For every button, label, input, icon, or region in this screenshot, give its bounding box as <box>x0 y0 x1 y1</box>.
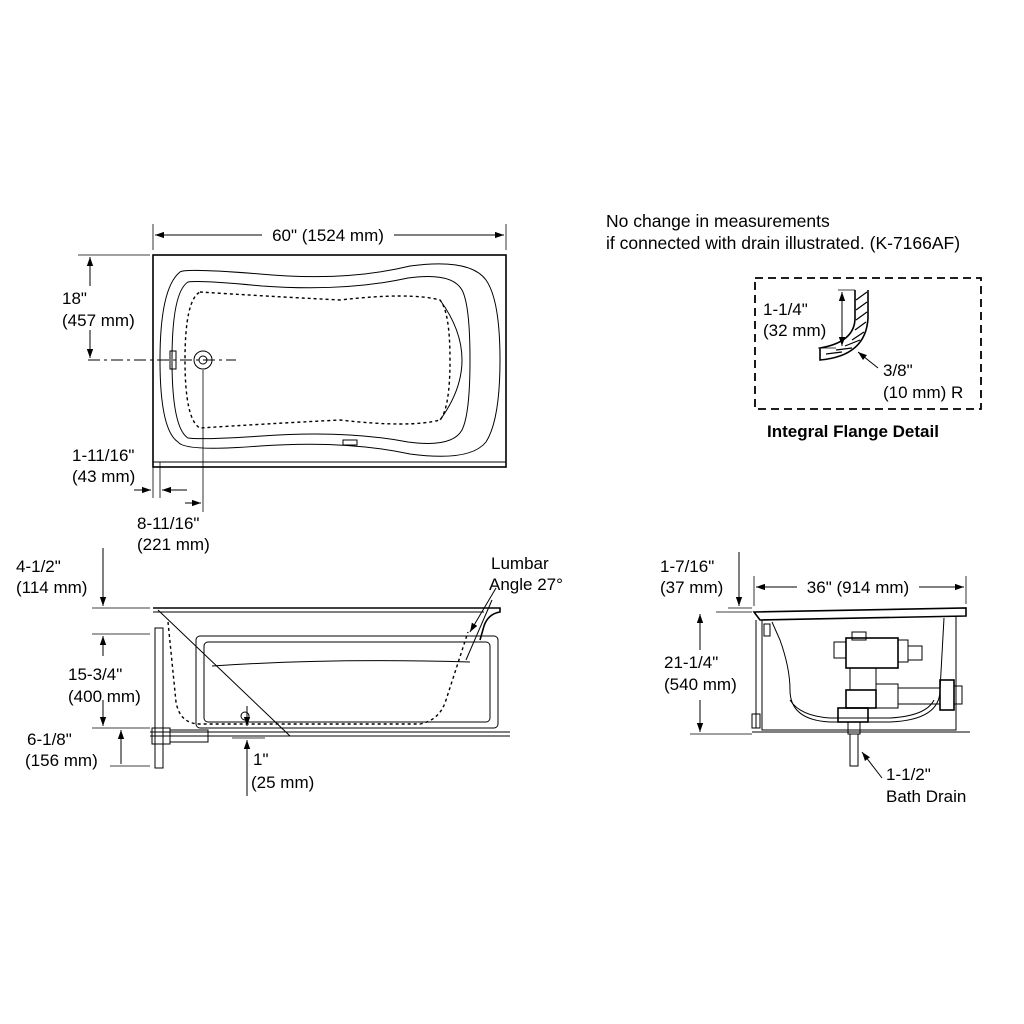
suction-fitting <box>939 679 955 711</box>
side-drain-elbow <box>169 729 209 743</box>
drain-y-mm: (457 mm) <box>62 311 135 330</box>
bath-drain-label: Bath Drain <box>886 787 966 806</box>
note-line-1: No change in measurements <box>606 211 830 231</box>
flange-height-mm: (32 mm) <box>763 321 826 340</box>
end-body-outline <box>761 616 957 731</box>
side-leveling-foot <box>240 711 250 721</box>
drain-x-in: 8-11/16" <box>137 514 199 533</box>
pump-motor-cap <box>851 631 867 641</box>
rim-dim-mm: (37 mm) <box>660 578 723 597</box>
detail-title: Integral Flange Detail <box>767 422 939 441</box>
top-view: 60" (1524 mm) 18" (457 mm) 1-11/16" (43 … <box>62 224 507 554</box>
apron-panel-inner <box>203 641 491 723</box>
lumbar-leader <box>469 587 497 633</box>
end-well-profile <box>771 617 945 723</box>
detail-frame <box>754 277 982 410</box>
rim-dim-in: 1-7/16" <box>660 557 714 576</box>
top-dim-mm: (114 mm) <box>16 578 87 597</box>
radius-mm: (10 mm) R <box>883 383 963 402</box>
drain-outer-circle <box>193 350 213 370</box>
flange-profile <box>819 290 869 361</box>
pump-motor-body <box>845 637 899 669</box>
height-dim-in: 21-1/4" <box>664 653 718 672</box>
pump-outlet <box>875 683 899 709</box>
lumbar-angle-line <box>465 599 493 661</box>
pump-housing <box>849 667 877 691</box>
lumbar-backrest-curve <box>439 299 463 421</box>
overflow-fitting <box>169 350 177 370</box>
pump-motor-end <box>833 641 847 659</box>
end-well-bottom <box>789 699 935 719</box>
bath-drain-leader <box>861 751 883 779</box>
floor-dim-in: 1" <box>253 750 269 769</box>
radius-in: 3/8" <box>883 361 913 380</box>
top-dim-in: 4-1/2" <box>16 557 61 576</box>
width-label: 36" (914 mm) <box>807 578 909 597</box>
side-diagonal-line <box>157 609 291 737</box>
rim-outline <box>159 263 501 457</box>
floor-dim-mm: (25 mm) <box>251 773 314 792</box>
end-fitting-bottom <box>751 713 761 729</box>
flange-height-in: 1-1/4" <box>763 300 808 319</box>
end-view: 1-1/2" Bath Drain 36" (914 mm) 1-7/16" (… <box>660 552 970 806</box>
low-dim-mm: (156 mm) <box>25 751 98 770</box>
side-drain-pipe <box>154 627 164 769</box>
jet-control-fitting <box>342 439 358 446</box>
flange-x-in: 1-11/16" <box>72 446 134 465</box>
suction-fitting-cap <box>953 685 963 705</box>
bath-drain-size: 1-1/2" <box>886 765 931 784</box>
pump-motor-port <box>907 645 923 661</box>
end-fitting-top <box>763 623 771 637</box>
side-well-hidden-profile <box>167 621 469 725</box>
flange-x-mm: (43 mm) <box>72 467 135 486</box>
well-outline <box>171 276 471 444</box>
height-dim-mm: (540 mm) <box>664 675 737 694</box>
mid-dim-in: 15-3/4" <box>68 665 122 684</box>
drain-x-mm: (221 mm) <box>137 535 210 554</box>
lumbar-label-2: Angle 27° <box>489 575 563 594</box>
pump-motor-coupler <box>897 639 909 663</box>
side-view: Lumbar Angle 27° 4-1/2" (114 mm) 15-3/4"… <box>16 548 563 796</box>
side-rim-top <box>153 607 501 641</box>
drain-y-in: 18" <box>62 289 87 308</box>
end-rim <box>752 607 967 621</box>
apron-curve <box>211 660 471 667</box>
lumbar-label-1: Lumbar <box>491 554 549 573</box>
note-line-2: if connected with drain illustrated. (K-… <box>606 233 960 253</box>
length-label: 60" (1524 mm) <box>272 226 384 245</box>
integral-flange-detail: 1-1/4" (32 mm) 3/8" (10 mm) R Integral F… <box>754 277 982 441</box>
low-dim-in: 6-1/8" <box>27 730 72 749</box>
flange-hatching <box>825 291 868 355</box>
apron-panel-outer <box>195 635 499 729</box>
well-bottom-outline <box>184 291 451 429</box>
bath-drain-pipe <box>849 733 859 767</box>
pump-volute <box>845 689 877 709</box>
radius-leader <box>857 351 879 369</box>
bath-drain-body <box>837 707 869 723</box>
tub-deck-outline <box>152 254 507 468</box>
drain-inner-circle <box>198 355 208 365</box>
suction-pipe <box>897 687 941 705</box>
mid-dim-mm: (400 mm) <box>68 687 141 706</box>
